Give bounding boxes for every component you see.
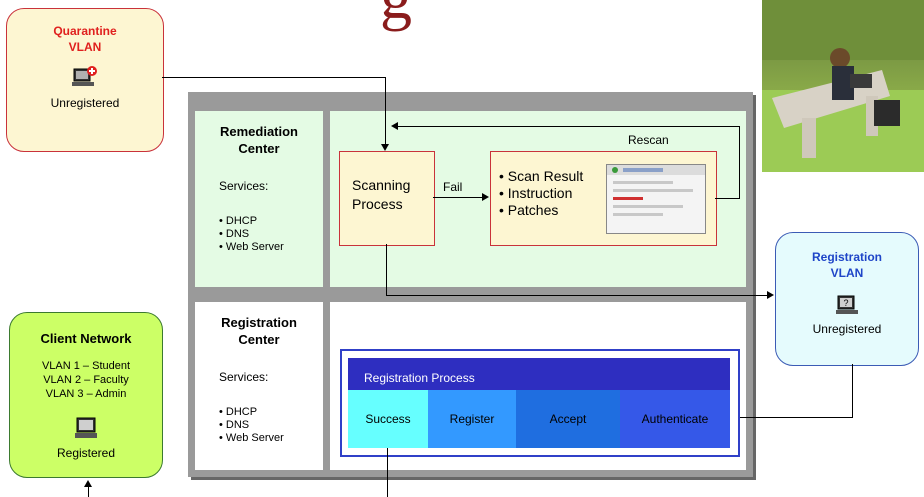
step-register: Register <box>428 390 516 448</box>
quarantine-title-line1: Quarantine <box>53 24 117 38</box>
registration-vlan-title-line1: Registration <box>811 250 882 264</box>
auth-flow-line <box>738 417 853 418</box>
scan-result-list: • Scan Result • Instruction • Patches <box>499 168 716 219</box>
scanning-line2: Process <box>352 196 403 212</box>
rescan-line-up <box>739 126 740 199</box>
client-computer-icon <box>10 415 162 444</box>
auth-flow-line-down <box>852 364 853 418</box>
photo-laptop-user <box>762 0 924 172</box>
rescan-arrow-head-icon <box>391 122 398 130</box>
service-dhcp: DHCP <box>225 406 258 418</box>
client-vlan-item: VLAN 3 – Admin <box>45 388 127 400</box>
scan-screenshot-icon <box>606 164 706 234</box>
patches-item-text: Patches <box>507 202 559 218</box>
registration-services-list: • DHCP • DNS • Web Server <box>219 406 323 445</box>
success-flow-line-down <box>387 448 388 497</box>
client-vlan-item: VLAN 1 – Student <box>41 360 131 372</box>
remediation-services-label: Services: <box>219 179 269 193</box>
service-web-server: Web Server <box>225 432 284 444</box>
service-item: • Web Server <box>219 432 284 444</box>
pass-arrow-head-icon <box>767 291 774 299</box>
scan-result-item-text: Scan Result <box>507 168 584 184</box>
pass-flow-line <box>386 295 768 296</box>
step-authenticate: Authenticate <box>620 390 730 448</box>
client-network-status: Registered <box>56 446 116 460</box>
quarantine-title-line2: VLAN <box>68 40 102 54</box>
client-vlan-item: VLAN 2 – Faculty <box>43 374 129 386</box>
pass-flow-line-down <box>386 244 387 296</box>
scanning-line1: Scanning <box>352 177 411 193</box>
step-accept: Accept <box>516 390 620 448</box>
registration-computer-icon: ? <box>776 293 918 320</box>
scan-result-item: • Patches <box>499 202 559 218</box>
service-dns: DNS <box>225 419 250 431</box>
registration-vlan-status: Unregistered <box>812 322 882 336</box>
client-network-box: Client Network VLAN 1 – Student VLAN 2 –… <box>9 312 163 478</box>
quarantine-flow-line <box>162 77 386 78</box>
svg-text:?: ? <box>843 298 848 308</box>
quarantine-computer-icon <box>7 65 163 92</box>
instruction-item-text: Instruction <box>507 185 573 201</box>
registration-process-title: Registration Process <box>364 371 475 385</box>
registration-center-title: Registration Center <box>195 314 323 348</box>
service-item: • DHCP <box>219 215 258 227</box>
step-success: Success <box>348 390 428 448</box>
registration-services-label: Services: <box>219 370 269 384</box>
client-network-title: Client Network <box>40 331 132 346</box>
registration-title-line2: Center <box>238 332 280 347</box>
remediation-center-panel: Remediation Center Services: • DHCP • DN… <box>195 111 323 287</box>
client-vlan-list: VLAN 1 – Student VLAN 2 – Faculty VLAN 3… <box>10 359 162 401</box>
registration-vlan-box: Registration VLAN ? Unregistered <box>775 232 919 366</box>
remediation-services-list: • DHCP • DNS • Web Server <box>219 215 323 254</box>
quarantine-status: Unregistered <box>50 96 120 110</box>
scanning-process-label: Scanning Process <box>352 176 434 214</box>
rescan-line-top <box>398 126 740 127</box>
fail-label: Fail <box>443 180 463 194</box>
quarantine-flow-line-down <box>385 77 386 145</box>
rescan-line-out <box>715 198 739 199</box>
registration-center-panel: Registration Center Services: • DHCP • D… <box>195 302 323 470</box>
scanning-process-box: Scanning Process <box>339 151 435 246</box>
remediation-title-line2: Center <box>238 141 280 156</box>
rescan-label: Rescan <box>628 133 669 147</box>
remediation-center-title: Remediation Center <box>195 123 323 157</box>
quarantine-vlan-box: Quarantine VLAN Unregistered <box>6 8 164 152</box>
service-item: • DNS <box>219 228 250 240</box>
scan-result-item: • Scan Result <box>499 168 584 184</box>
service-item: • DHCP <box>219 406 258 418</box>
service-dhcp: DHCP <box>225 215 258 227</box>
registration-vlan-title: Registration VLAN <box>776 249 918 281</box>
registration-vlan-title-line2: VLAN <box>830 266 864 280</box>
fail-arrow-line <box>433 197 483 198</box>
service-web-server: Web Server <box>225 241 284 253</box>
registration-title-line1: Registration <box>221 315 297 330</box>
client-flow-line-up <box>88 486 89 497</box>
service-item: • Web Server <box>219 241 284 253</box>
service-item: • DNS <box>219 419 250 431</box>
remediation-title-line1: Remediation <box>219 124 298 139</box>
client-arrow-head-icon <box>84 480 92 487</box>
registration-process-header: Registration Process <box>348 358 730 390</box>
quarantine-arrow-head-icon <box>381 144 389 151</box>
scan-result-item: • Instruction <box>499 185 573 201</box>
service-dns: DNS <box>225 228 250 240</box>
fail-arrow-head-icon <box>482 193 489 201</box>
quarantine-vlan-title: Quarantine VLAN <box>7 23 163 55</box>
title-fragment-icon: g <box>380 0 412 34</box>
